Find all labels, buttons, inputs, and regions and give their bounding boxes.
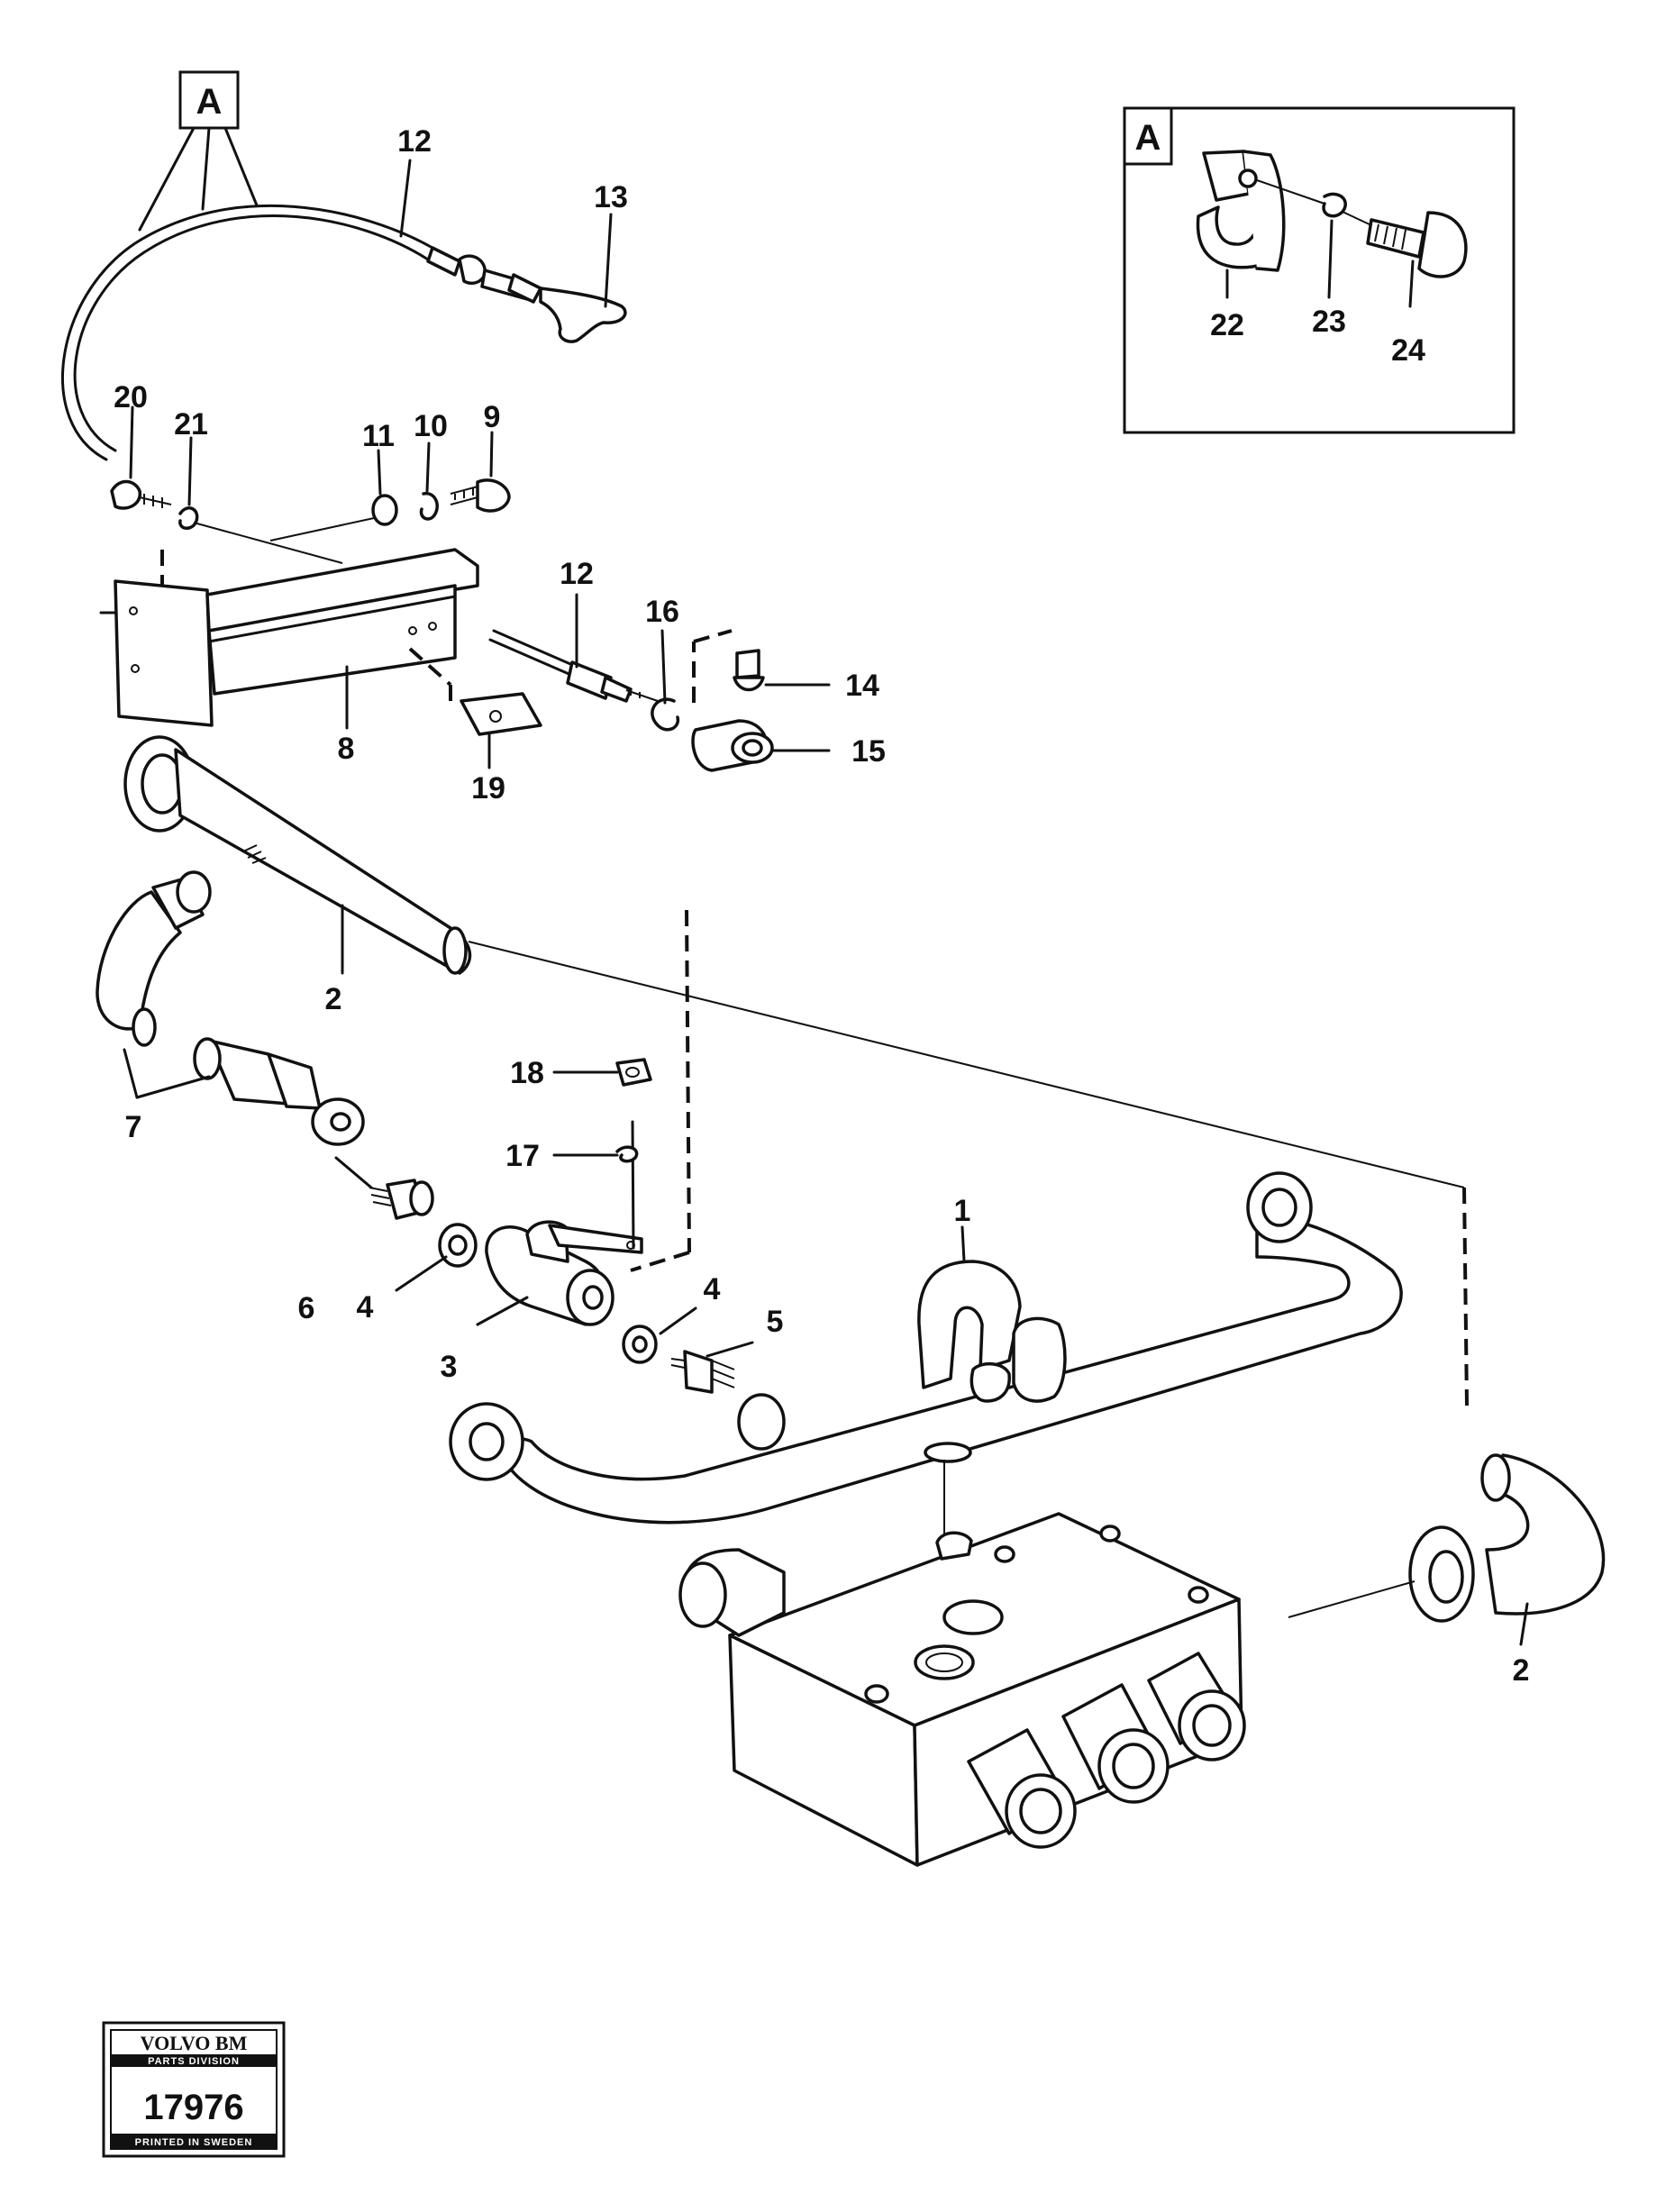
callout-1: 1 xyxy=(954,1194,971,1228)
valve-block-part xyxy=(678,1512,1246,1867)
callout-11: 11 xyxy=(362,419,395,453)
cable-end-part xyxy=(488,629,659,703)
valve-3-part xyxy=(485,1220,643,1326)
callout-5: 5 xyxy=(767,1305,784,1339)
nipple-6-part xyxy=(369,1179,434,1220)
stamp-division: PARTS DIVISION xyxy=(148,2056,240,2067)
callout-23: 23 xyxy=(1312,305,1346,339)
bolt-9-part xyxy=(450,478,511,513)
callout-4-left: 4 xyxy=(357,1290,374,1324)
bracket-part xyxy=(99,548,479,727)
callout-15: 15 xyxy=(851,734,886,769)
callout-16: 16 xyxy=(645,595,679,629)
callout-20: 20 xyxy=(114,380,148,414)
callout-10: 10 xyxy=(414,409,448,443)
hose-7-part xyxy=(96,870,365,1146)
callout-6: 6 xyxy=(298,1291,315,1325)
stamp-brand: VOLVO BM xyxy=(141,2032,248,2054)
callout-4-right: 4 xyxy=(704,1272,721,1306)
nut-18-part xyxy=(615,1058,652,1087)
stamp-footer: PRINTED IN SWEDEN xyxy=(135,2137,253,2148)
bolt-14-part xyxy=(733,649,765,692)
washer-11-part xyxy=(371,494,398,526)
detail-marker-a: A xyxy=(138,70,259,232)
callout-12-top: 12 xyxy=(397,124,432,159)
callout-7: 7 xyxy=(125,1110,142,1144)
washer-4-right-part xyxy=(622,1324,658,1364)
washer-4-left-part xyxy=(438,1223,478,1268)
nipple-5-part xyxy=(670,1350,735,1394)
bolt-part xyxy=(1366,211,1468,278)
spring-washer-part xyxy=(1322,192,1347,218)
stamp-number: 17976 xyxy=(143,2088,243,2127)
callout-8: 8 xyxy=(338,732,355,766)
detail-inset-a: A 22 23 24 xyxy=(1123,106,1516,434)
pipe-2-upper-part xyxy=(123,735,472,975)
volvo-bm-stamp: VOLVO BM PARTS DIVISION 17976 PRINTED IN… xyxy=(102,2021,286,2158)
callout-14: 14 xyxy=(845,669,879,703)
callout-24: 24 xyxy=(1391,333,1425,368)
inset-marker: A xyxy=(1135,118,1161,158)
callout-22: 22 xyxy=(1210,308,1244,342)
detail-marker-label: A xyxy=(196,82,223,122)
plate-19-part xyxy=(460,692,542,736)
callout-21: 21 xyxy=(174,407,208,441)
callout-9: 9 xyxy=(484,400,501,434)
swivel-15-part xyxy=(691,719,774,772)
clip-16-part xyxy=(651,697,680,732)
callout-3: 3 xyxy=(441,1350,458,1384)
callout-19: 19 xyxy=(471,771,505,806)
pipe-assembly-1-part xyxy=(449,1171,1403,1525)
washer-21-part xyxy=(178,506,199,530)
callout-12-mid: 12 xyxy=(560,557,594,591)
clamp-part xyxy=(1196,150,1286,272)
washer-17-part xyxy=(615,1145,639,1163)
callout-18: 18 xyxy=(510,1056,544,1090)
callout-2-left: 2 xyxy=(325,982,342,1016)
spring-washer-10-part xyxy=(419,491,439,521)
pipe-2-right-part xyxy=(1408,1453,1606,1623)
callout-17: 17 xyxy=(505,1139,540,1173)
control-cable-part xyxy=(61,205,542,461)
callout-2-right: 2 xyxy=(1513,1653,1530,1688)
callout-13: 13 xyxy=(594,180,628,214)
bolt-20-part xyxy=(110,479,172,510)
handle-part xyxy=(539,287,627,343)
